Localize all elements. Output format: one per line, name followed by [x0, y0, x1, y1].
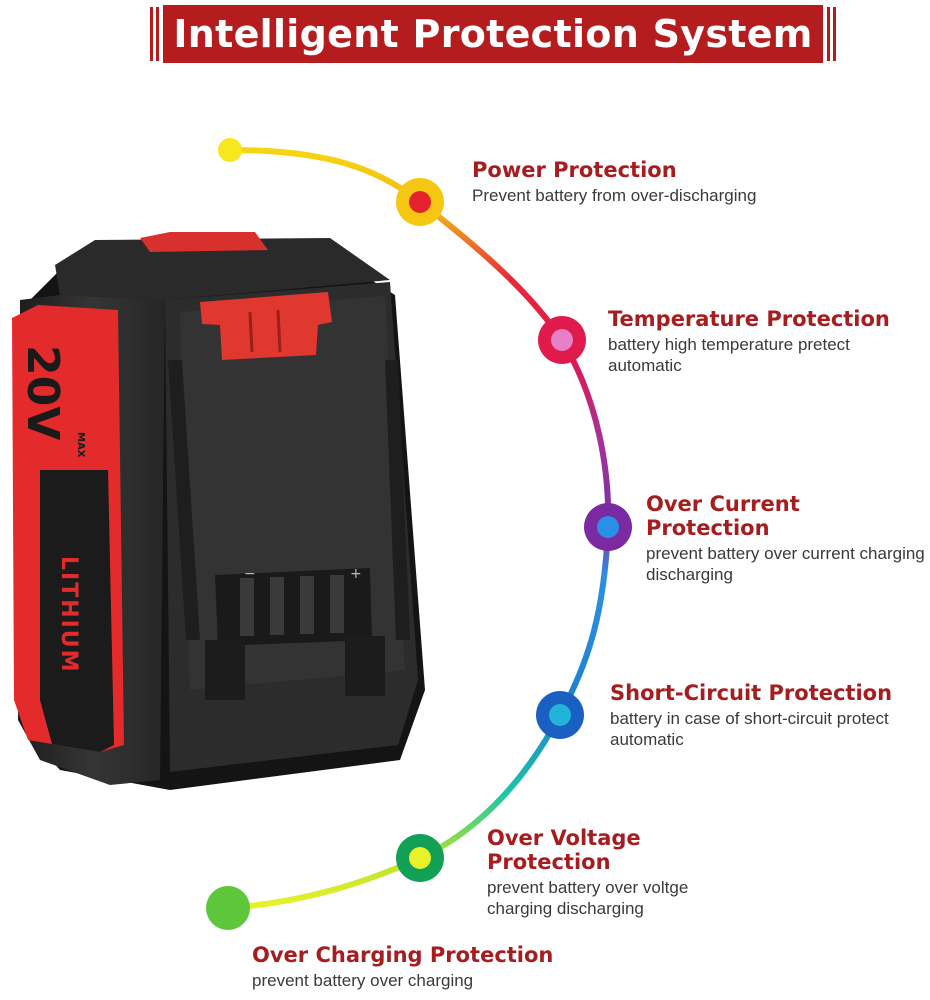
battery-illustration: − + 20V MAX LITHIUM	[12, 232, 425, 790]
node-short-circuit-protection	[536, 691, 584, 739]
feature-desc: battery in case of short-circuit protect…	[610, 709, 889, 749]
feature-over-current-protection: Over Current Protection prevent battery …	[646, 492, 928, 585]
svg-text:+: +	[350, 566, 362, 582]
feature-title: Over Voltage Protection	[487, 826, 641, 874]
feature-power-protection: Power Protection Prevent battery from ov…	[472, 158, 756, 206]
feature-title: Over Charging Protection	[252, 943, 554, 967]
battery-release-latch	[200, 292, 332, 360]
feature-over-voltage-protection: Over Voltage Protection prevent battery …	[487, 826, 757, 919]
banner-right-bar-inner	[827, 7, 830, 61]
node-power-protection	[396, 178, 444, 226]
feature-desc: battery high temperature pretect automat…	[608, 335, 850, 375]
feature-desc: prevent battery over charging	[252, 971, 474, 990]
feature-desc: prevent battery over current charging di…	[646, 544, 925, 584]
node-temperature-protection	[538, 316, 586, 364]
banner-left-bar	[150, 7, 153, 61]
feature-title: Over Current Protection	[646, 492, 800, 540]
node-over-current-protection	[584, 503, 632, 551]
feature-title: Power Protection	[472, 158, 677, 182]
banner-title: Intelligent Protection System	[163, 5, 823, 63]
feature-temperature-protection: Temperature Protection battery high temp…	[608, 307, 908, 376]
banner-left-bar-inner	[156, 7, 159, 61]
feature-desc: prevent battery over voltge charging dis…	[487, 878, 689, 918]
banner-right-bar	[833, 7, 836, 61]
feature-over-charging-protection: Over Charging Protection prevent battery…	[252, 943, 652, 991]
battery-max-label: MAX	[75, 432, 86, 458]
feature-short-circuit-protection: Short-Circuit Protection battery in case…	[610, 681, 910, 750]
battery-chemistry-label: LITHIUM	[56, 556, 81, 674]
feature-title: Temperature Protection	[608, 307, 890, 331]
node-over-voltage-protection	[396, 834, 444, 882]
curve-start-dot	[218, 138, 242, 162]
feature-title: Short-Circuit Protection	[610, 681, 893, 705]
svg-text:−: −	[244, 566, 256, 582]
banner: Intelligent Protection System	[150, 5, 836, 63]
battery-voltage-label: 20V	[17, 345, 68, 440]
curve-end-dot	[206, 886, 250, 930]
feature-desc: Prevent battery from over-discharging	[472, 186, 757, 205]
